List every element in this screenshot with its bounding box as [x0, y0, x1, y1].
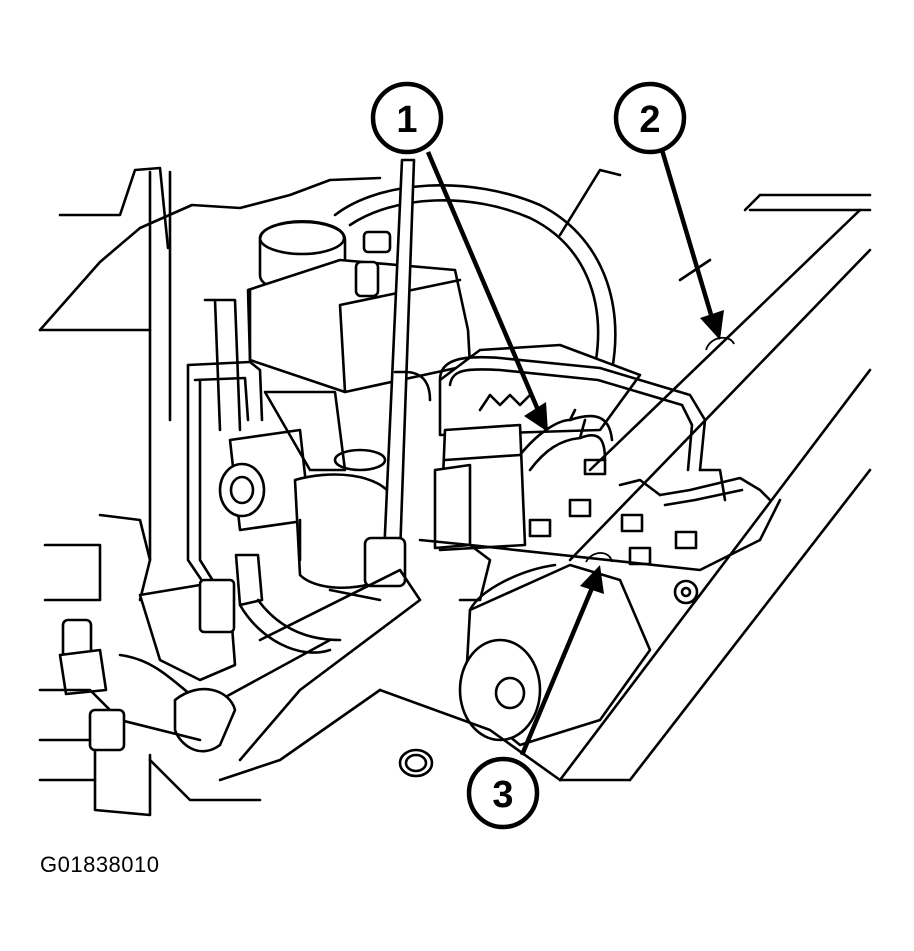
leader-hook-3	[585, 552, 613, 563]
figure-id-label: G01838010	[40, 852, 160, 877]
leader-line-2	[659, 149, 715, 319]
callout-label-3: 3	[492, 774, 513, 816]
callout-leaders	[425, 149, 735, 756]
arrowhead-3	[580, 565, 604, 594]
arrowhead-2	[700, 310, 724, 340]
leader-hook-2	[705, 336, 735, 351]
leader-line-3	[519, 587, 595, 756]
callout-2: 2	[613, 81, 687, 155]
leader-line-1	[425, 151, 541, 411]
callout-label-2: 2	[639, 99, 660, 141]
callout-label-1: 1	[396, 99, 417, 141]
arrowhead-1	[524, 402, 548, 432]
callout-3: 3	[466, 756, 540, 830]
engine-bay-line-art	[38, 158, 872, 817]
callout-1: 1	[370, 81, 444, 155]
